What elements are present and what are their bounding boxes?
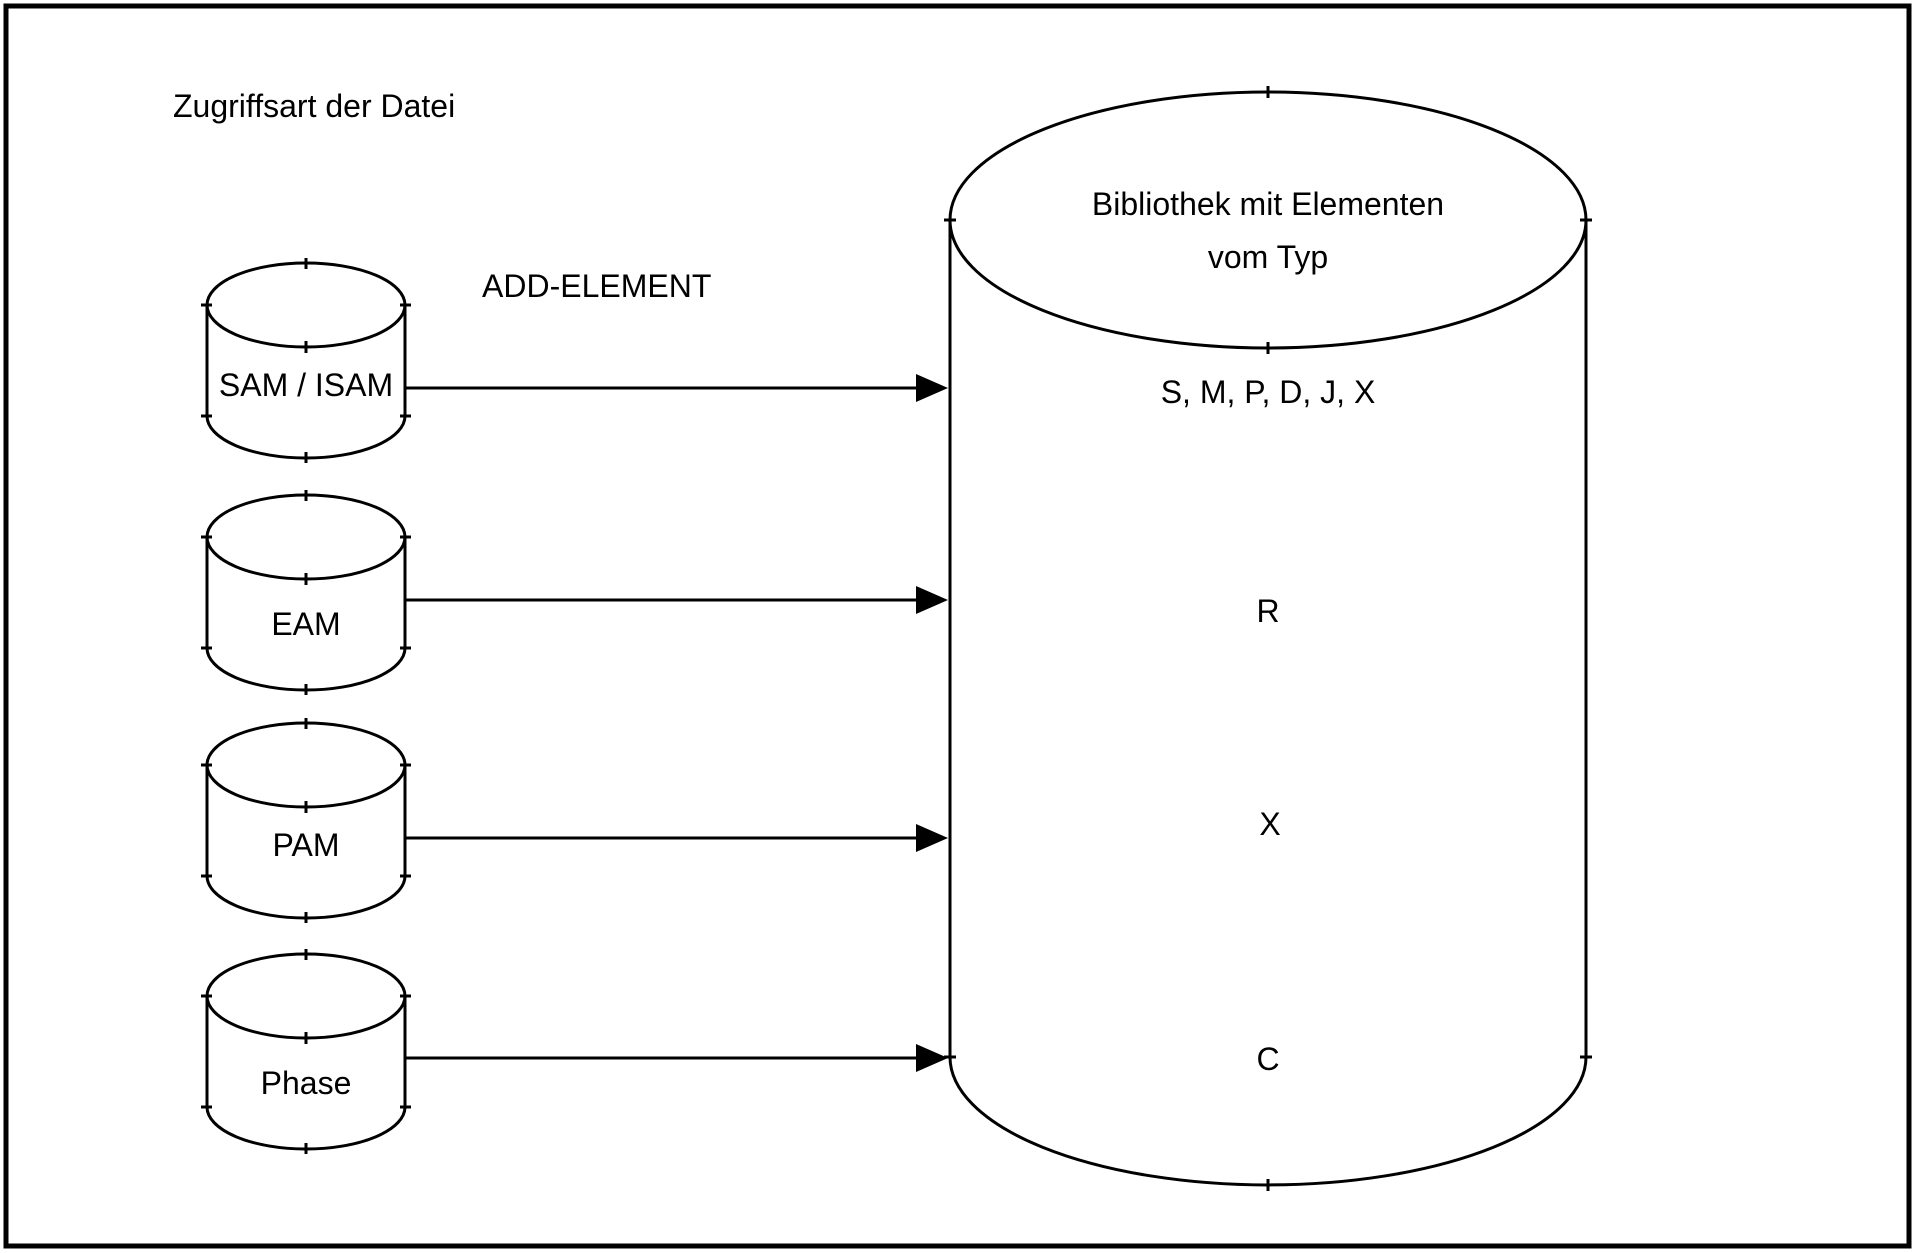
library-title-line1: Bibliothek mit Elementen — [1092, 186, 1444, 222]
add-element-label: ADD-ELEMENT — [482, 268, 711, 304]
anchor-ticks — [201, 718, 411, 923]
arrow-eam-to-library — [405, 586, 948, 614]
cylinder-label: SAM / ISAM — [219, 367, 393, 403]
element-type-x: X — [1259, 806, 1280, 842]
element-type-row: S, M, P, D, J, X — [1161, 374, 1376, 410]
cylinder-top — [205, 493, 407, 581]
arrowhead-icon — [916, 1044, 948, 1072]
cylinder-top — [205, 721, 407, 809]
cylinder-label: EAM — [271, 606, 340, 642]
library-title-line2: vom Typ — [1208, 239, 1328, 275]
source-cylinder-eam: EAM — [201, 490, 411, 695]
anchor-ticks — [201, 949, 411, 1154]
element-type-r: R — [1256, 593, 1279, 629]
cylinder-label: Phase — [261, 1065, 352, 1101]
source-cylinder-pam: PAM — [201, 718, 411, 923]
arrow-phase-to-library — [405, 1044, 948, 1072]
arrow-sam-isam-to-library — [405, 374, 948, 402]
anchor-ticks — [201, 258, 411, 463]
cylinder-label: PAM — [273, 827, 340, 863]
diagram-title: Zugriffsart der Datei — [173, 88, 455, 124]
source-cylinder-sam-isam: SAM / ISAM — [201, 258, 411, 463]
source-cylinder-phase: Phase — [201, 949, 411, 1154]
library-cylinder: Bibliothek mit Elementen vom Typ S, M, P… — [944, 86, 1592, 1191]
anchor-ticks — [944, 86, 1592, 1191]
element-type-c: C — [1256, 1041, 1279, 1077]
arrow-pam-to-library — [405, 824, 948, 852]
arrowhead-icon — [916, 374, 948, 402]
diagram-border — [3, 3, 1912, 1249]
cylinder-top — [205, 261, 407, 349]
arrowhead-icon — [916, 586, 948, 614]
cylinder-top — [205, 952, 407, 1040]
arrowhead-icon — [916, 824, 948, 852]
anchor-ticks — [201, 490, 411, 695]
